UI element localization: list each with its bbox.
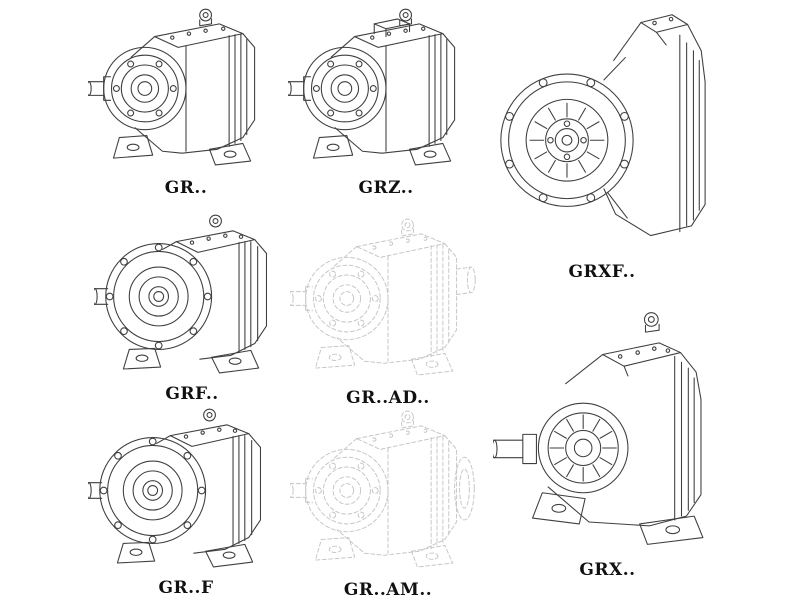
- figure-label-gr: GR..: [164, 178, 208, 198]
- figure-label-grxf: GRXF..: [568, 262, 636, 282]
- gearbox-gr-am-drawing: [290, 406, 486, 578]
- figure-gr-f: GR..F: [86, 404, 286, 598]
- gearbox-grx-drawing: [492, 312, 703, 545]
- figure-grx: GRX..: [490, 300, 725, 580]
- figure-gr: GR..: [86, 4, 286, 198]
- figure-label-grf: GRF..: [165, 384, 219, 404]
- gearbox-gr-drawing: [88, 8, 256, 166]
- figure-label-gr-ad: GR..AD..: [346, 388, 430, 408]
- figure-grxf: GRXF..: [492, 2, 712, 282]
- figure-label-grx: GRX..: [579, 560, 636, 580]
- gearbox-grz-drawing: [288, 4, 484, 176]
- figure-gr-am: GR..AM..: [288, 406, 488, 600]
- gearbox-grf-drawing: [94, 214, 268, 374]
- figure-grf: GRF..: [92, 210, 292, 404]
- gearbox-grxf-drawing: [500, 14, 706, 237]
- gearbox-gr-ad-drawing: [290, 214, 486, 386]
- figure-grz: GRZ..: [286, 4, 486, 198]
- figure-label-grz: GRZ..: [358, 178, 414, 198]
- figure-gr-ad: GR..AD..: [288, 214, 488, 408]
- figure-label-gr-am: GR..AM..: [343, 580, 433, 600]
- gearbox-gr-f-drawing: [88, 408, 262, 568]
- figure-label-gr-f: GR..F: [158, 578, 214, 598]
